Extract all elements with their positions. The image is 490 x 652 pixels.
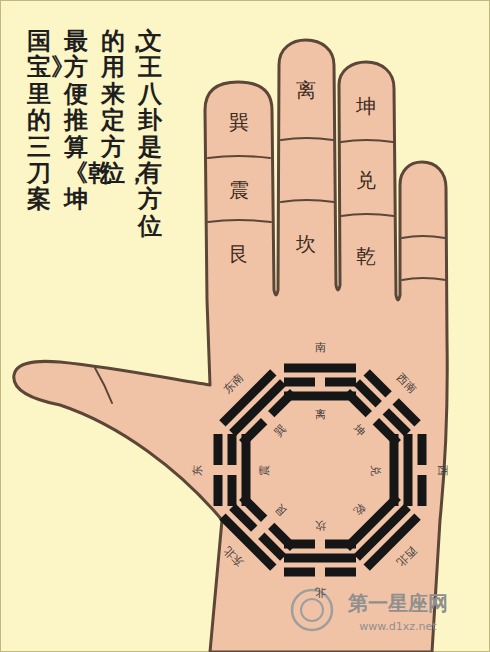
crease-line <box>95 368 112 403</box>
trigram-name-label: 震 <box>259 465 271 476</box>
trigram-xun <box>219 369 296 446</box>
finger-trigram-label: 坎 <box>296 233 316 255</box>
direction-label: 东 <box>192 465 204 476</box>
watermark: 第一星座网 <box>348 592 448 614</box>
direction-label: 北 <box>315 586 326 598</box>
watermark-logo <box>292 590 332 630</box>
direction-label: 南 <box>315 342 326 354</box>
finger-trigram-label: 乾 <box>356 245 376 267</box>
crease-line <box>402 236 445 238</box>
trigram-name-label: 兑 <box>369 465 381 476</box>
note-column: 文王八卦是有方位 <box>138 28 162 239</box>
crease-line <box>281 200 334 202</box>
trigram-name-label: 坎 <box>315 519 326 531</box>
finger-trigram-label: 离 <box>296 79 316 101</box>
crease-line <box>402 278 446 280</box>
note-column: 的，用来定方位， <box>101 28 125 186</box>
crease-line <box>341 140 393 142</box>
note-column: 最方便推算《乾坤 <box>64 28 88 213</box>
crease-line <box>208 220 271 222</box>
logo-ring <box>292 590 332 630</box>
trigram-name-label: 离 <box>315 409 326 421</box>
finger-trigram-label: 巽 <box>229 111 249 133</box>
logo-ring <box>301 599 323 621</box>
bagua-ring <box>214 364 427 577</box>
finger-trigram-label: 震 <box>229 179 249 201</box>
finger-trigram-label: 兑 <box>356 169 376 191</box>
finger-trigram-label: 艮 <box>229 243 249 265</box>
crease-line <box>281 138 333 140</box>
watermark-url: www.d1xz.net <box>359 621 436 633</box>
crease-line <box>208 156 270 158</box>
crease-line <box>341 214 394 216</box>
finger-trigram-label: 坤 <box>356 95 376 117</box>
note-column: 国宝》里的三刀案 <box>27 28 51 213</box>
direction-label: 西 <box>436 465 448 476</box>
